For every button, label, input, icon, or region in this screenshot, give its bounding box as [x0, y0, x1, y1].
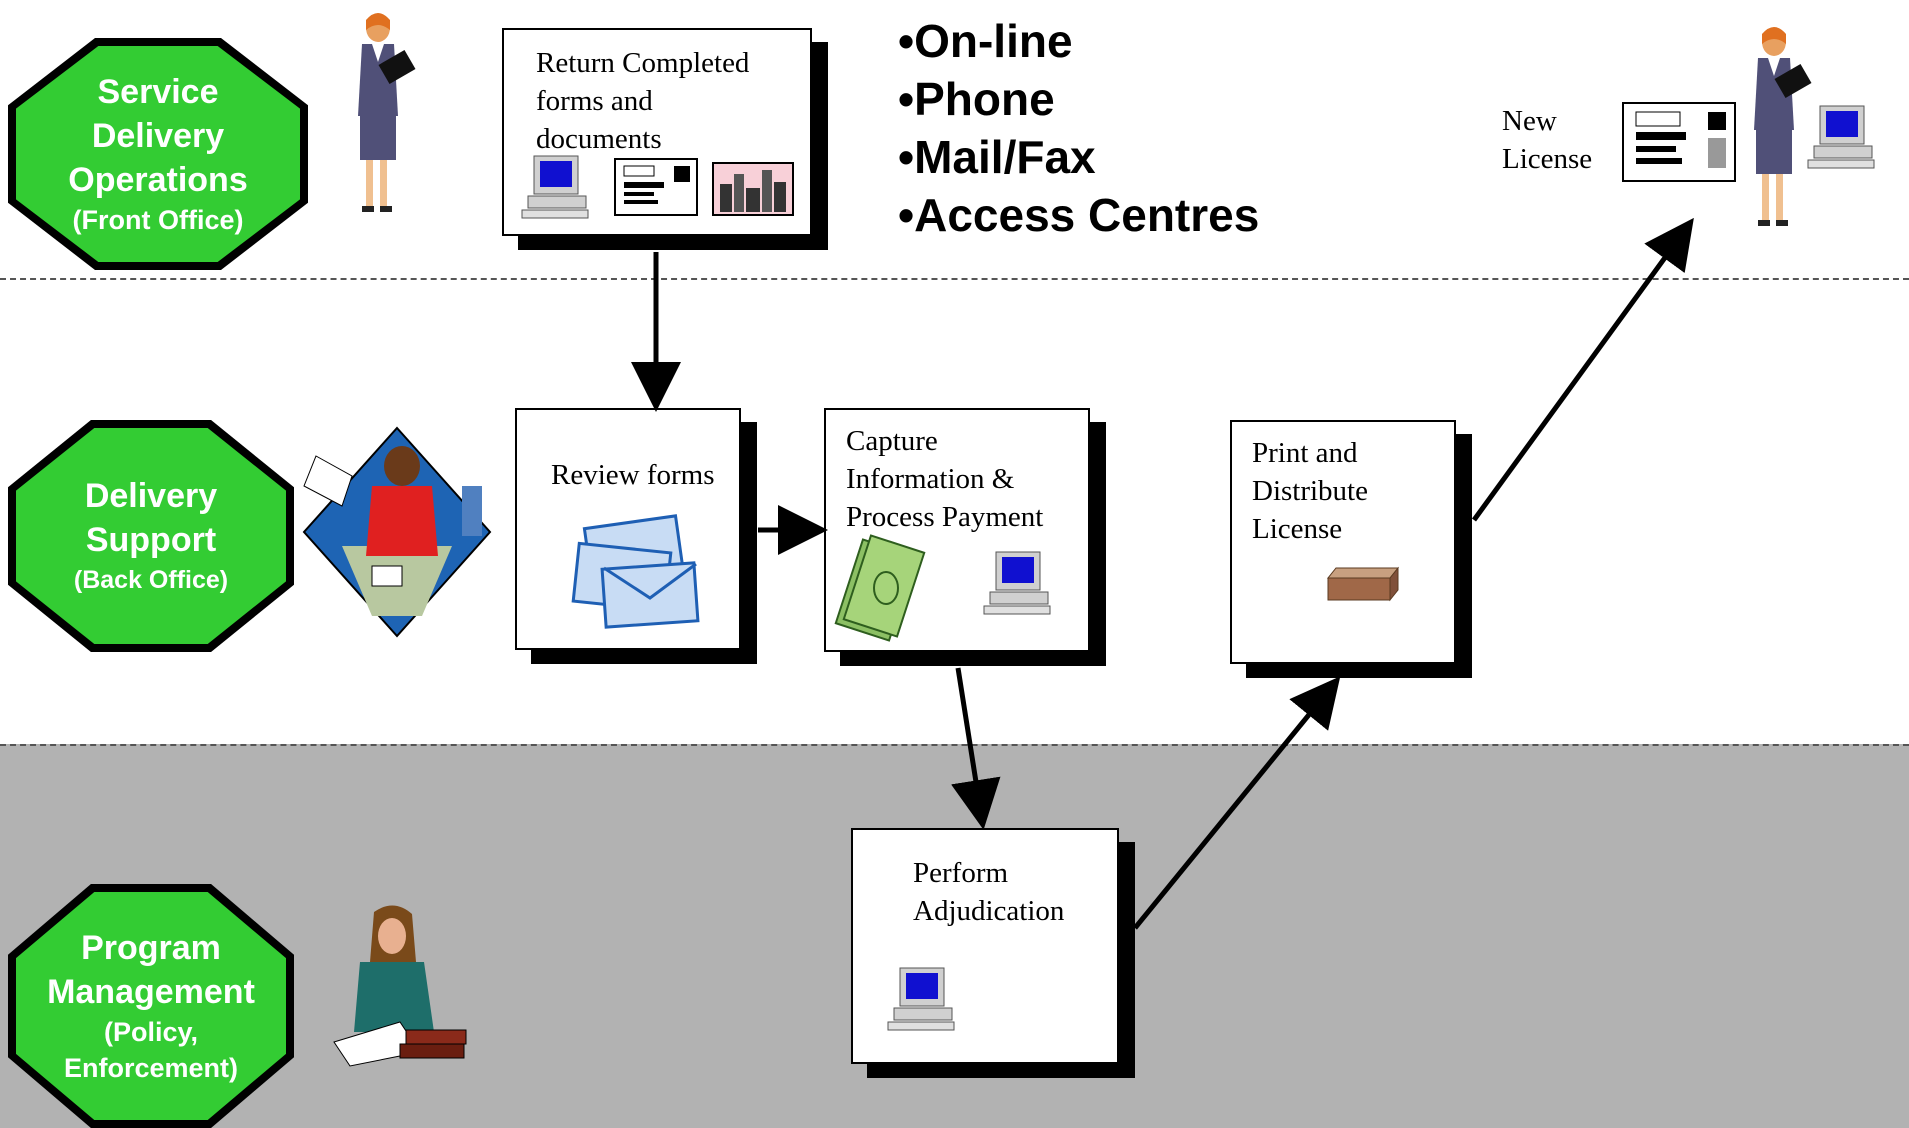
lane-subtitle: (Front Office) [72, 205, 244, 235]
package-icon [1326, 566, 1400, 602]
id-card-icon [1622, 102, 1736, 182]
new-license-label: New License [1502, 105, 1593, 175]
arrow-adjudication-to-print [1133, 676, 1341, 930]
lane-title-line: Delivery [91, 117, 225, 155]
lane-divider-2 [0, 744, 1909, 746]
money-icon [834, 534, 926, 642]
channel-item: •Access Centres [898, 189, 1260, 241]
step-label: Perform Adjudication [913, 857, 1065, 927]
lane-label-front-office: Service Delivery Operations (Front Offic… [8, 38, 308, 270]
channel-item: •Mail/Fax [898, 131, 1096, 183]
id-card-icon [614, 158, 698, 216]
businesswoman-icon [358, 13, 416, 212]
lane-label-program-management: Program Management (Policy, Enforcement) [8, 884, 294, 1128]
computer-icon [1807, 105, 1875, 169]
lane-label-back-office: Delivery Support (Back Office) [8, 420, 294, 652]
lane-title-line: Support [85, 521, 217, 559]
lane-title-line: Operations [68, 161, 248, 199]
step-label: Return Completed forms and documents [536, 47, 750, 155]
computer-icon [521, 155, 589, 219]
step-label: Review forms [551, 459, 715, 491]
step-label: Capture Information & Process Payment [846, 425, 1044, 533]
lane-subtitle: (Back Office) [73, 566, 229, 594]
arrow-capture-to-adjudication [951, 667, 1001, 830]
computer-icon [887, 967, 955, 1031]
lane-title-line: Program [81, 929, 221, 967]
office-worker-icon [302, 426, 492, 638]
lane-title-line: Delivery [84, 477, 218, 515]
step-label: Print and Distribute License [1252, 437, 1368, 545]
city-card-icon [712, 162, 794, 216]
step-print-distribute: Print and Distribute License [1230, 420, 1456, 664]
arrow-print-to-license [1471, 217, 1694, 522]
lane-subtitle-line: Enforcement) [63, 1053, 239, 1083]
channel-item: •Phone [898, 73, 1055, 125]
lane-divider-1 [0, 278, 1909, 280]
lane-title-line: Management [47, 973, 255, 1011]
channel-list: •On-line •Phone •Mail/Fax •Access Centre… [898, 12, 1259, 244]
envelopes-icon [571, 514, 700, 629]
writer-icon [333, 905, 467, 1067]
lane-title-line: Service [97, 73, 219, 111]
lane-subtitle-line: (Policy, [103, 1017, 199, 1047]
businesswoman-icon [1754, 27, 1812, 226]
computer-icon [983, 551, 1051, 615]
channel-item: •On-line [898, 15, 1073, 67]
